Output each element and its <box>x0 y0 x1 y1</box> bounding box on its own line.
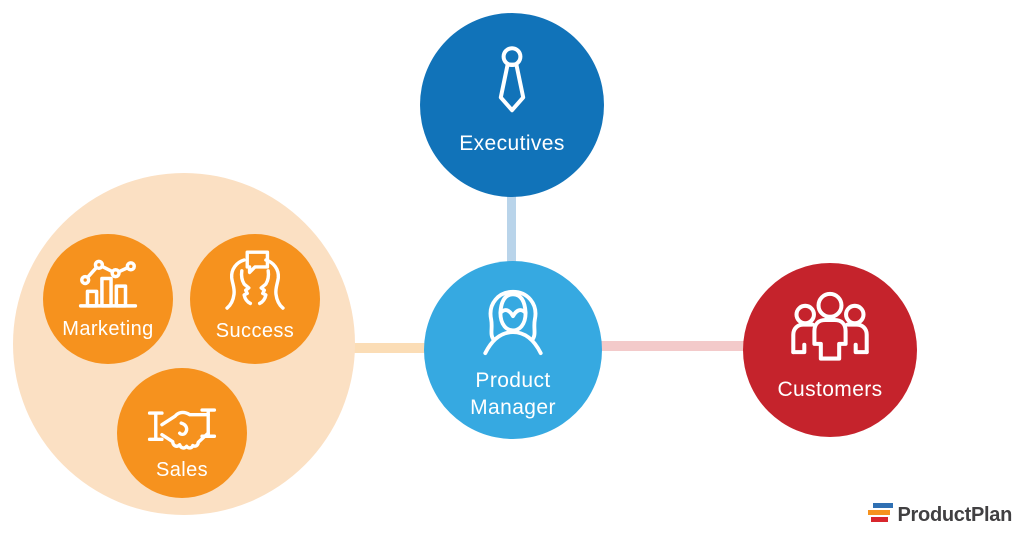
people-group-icon <box>784 287 876 365</box>
productplan-logo: ProductPlan <box>867 502 1013 528</box>
node-label: Product Manager <box>470 367 556 421</box>
node-label: Marketing <box>62 318 154 340</box>
bar-chart-trend-icon <box>70 248 146 309</box>
node-marketing: Marketing <box>43 234 173 364</box>
node-label: Sales <box>155 459 209 481</box>
node-label-line1: Product <box>475 369 551 392</box>
tie-icon <box>472 39 552 127</box>
connector-executives <box>507 192 516 270</box>
handshake-icon <box>143 400 221 454</box>
connector-customers <box>598 341 750 351</box>
node-label-line2: Manager <box>470 396 556 419</box>
node-customers: Customers <box>743 263 917 437</box>
node-executives: Executives <box>420 13 604 197</box>
product-manager-woman-icon <box>467 275 559 359</box>
productplan-bars-icon <box>867 502 894 528</box>
node-label: Customers <box>777 378 883 401</box>
conversation-icon <box>216 246 294 312</box>
node-label: Success <box>215 320 295 342</box>
productplan-wordmark: ProductPlan <box>897 503 1013 526</box>
node-sales: Sales <box>117 368 247 498</box>
node-success: Success <box>190 234 320 364</box>
connector-internal-teams <box>350 343 430 353</box>
node-product-manager: Product Manager <box>424 261 602 439</box>
node-label: Executives <box>459 132 565 155</box>
